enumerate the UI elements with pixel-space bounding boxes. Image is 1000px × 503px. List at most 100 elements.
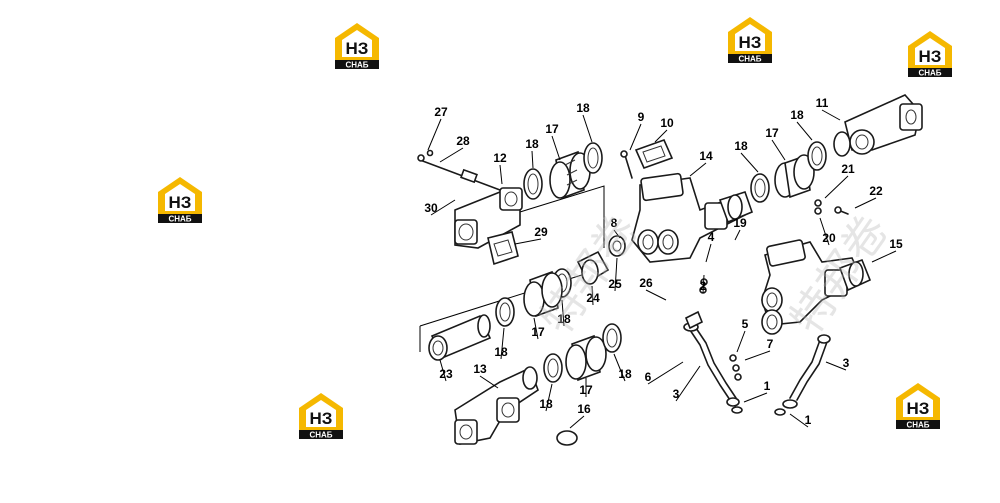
bellows-upper-left	[523, 142, 603, 200]
callout-leader	[854, 197, 877, 209]
callout-leader	[591, 285, 594, 306]
callout-leader	[796, 121, 813, 141]
callout-label: 29	[534, 225, 548, 239]
callout-leader	[629, 123, 642, 151]
callout-label: 1	[764, 379, 771, 393]
callout-leader	[789, 413, 809, 428]
manifold-11	[833, 94, 923, 157]
small-parts-20-22	[814, 199, 849, 215]
callout-label: 19	[733, 216, 747, 230]
bolt-30	[417, 149, 501, 191]
callout-leader	[705, 243, 712, 263]
callout-label: 3	[843, 356, 850, 370]
brand-logo-icon: НЗ СНАБ	[905, 28, 955, 78]
callout-label: 18	[557, 312, 571, 326]
svg-text:НЗ: НЗ	[346, 39, 369, 58]
callout-leader	[871, 250, 897, 263]
callout-label: 18	[734, 139, 748, 153]
brand-logo-icon: НЗ СНАБ	[725, 14, 775, 64]
callout-leader	[689, 162, 707, 177]
callout-leader	[736, 330, 746, 353]
pipe-3-left	[683, 278, 743, 414]
svg-text:НЗ: НЗ	[919, 47, 942, 66]
callout-label: 5	[742, 317, 749, 331]
svg-text:СНАБ: СНАБ	[168, 215, 191, 224]
callout-label: 8	[611, 216, 618, 230]
callout-leader	[824, 175, 849, 199]
callout-label: 11	[816, 96, 829, 110]
bellows-middle	[495, 235, 626, 327]
manifold-15	[761, 239, 872, 335]
callout-label: 17	[579, 383, 593, 397]
callout-label: 25	[608, 277, 622, 291]
callout-leader	[479, 375, 499, 389]
callout-leader	[500, 327, 505, 360]
callout-label: 23	[439, 367, 453, 381]
callout-label: 17	[765, 126, 779, 140]
svg-text:НЗ: НЗ	[310, 409, 333, 428]
callout-leader	[439, 359, 447, 382]
svg-text:СНАБ: СНАБ	[738, 55, 761, 64]
callout-label: 24	[586, 291, 600, 305]
callout-label: 26	[639, 276, 653, 290]
gasket-29	[487, 231, 519, 266]
callout-leader	[439, 147, 464, 163]
callout-leader	[771, 139, 786, 161]
manifold-12	[454, 187, 523, 249]
callout-label: 22	[869, 184, 883, 198]
manifold-13	[454, 366, 539, 445]
callout-leader	[427, 118, 442, 151]
callout-leader	[531, 150, 534, 169]
callout-leader	[740, 152, 759, 173]
callout-leader	[514, 238, 542, 245]
callout-leader	[702, 274, 705, 294]
callout-leader	[613, 353, 626, 382]
callout-leader	[613, 229, 621, 239]
callout-leader	[734, 229, 741, 241]
callout-label: 16	[577, 402, 591, 416]
callout-leader	[430, 199, 456, 216]
callout-leader	[551, 135, 561, 161]
callout-leader	[654, 129, 668, 143]
pipe-23	[428, 314, 492, 361]
screw-9	[620, 150, 633, 179]
callout-leader	[675, 365, 701, 402]
callout-leader	[743, 392, 768, 403]
callout-leader	[647, 361, 684, 385]
callout-leader	[645, 289, 667, 301]
callout-label: 18	[494, 345, 508, 359]
callout-label: 3	[673, 387, 680, 401]
pipe-3-right	[774, 334, 831, 416]
svg-text:НЗ: НЗ	[739, 33, 762, 52]
svg-text:СНАБ: СНАБ	[918, 69, 941, 78]
callout-label: 18	[618, 367, 632, 381]
callout-label: 17	[531, 325, 545, 339]
callout-leader	[825, 361, 847, 371]
callout-label: 18	[576, 101, 590, 115]
svg-text:СНАБ: СНАБ	[906, 421, 929, 430]
callout-label: 9	[638, 110, 645, 124]
callout-label: 4	[708, 230, 715, 244]
callout-leader	[499, 164, 503, 185]
svg-text:НЗ: НЗ	[907, 399, 930, 418]
bellows-lower	[543, 323, 622, 383]
callout-label: 12	[493, 151, 507, 165]
manifold-14	[631, 172, 754, 263]
small-parts-5-7	[729, 354, 742, 381]
bellows-upper-right	[750, 141, 827, 203]
callout-label: 10	[660, 116, 674, 130]
callout-label: 18	[525, 137, 539, 151]
callout-label: 1	[805, 413, 812, 427]
callout-leader	[561, 299, 565, 327]
callout-leader	[533, 317, 539, 340]
callout-label: 27	[434, 105, 448, 119]
callout-label: 18	[790, 108, 804, 122]
callout-leader	[821, 109, 841, 121]
callout-label: 21	[841, 162, 855, 176]
callout-leader	[582, 114, 593, 143]
callout-leader	[569, 415, 585, 429]
